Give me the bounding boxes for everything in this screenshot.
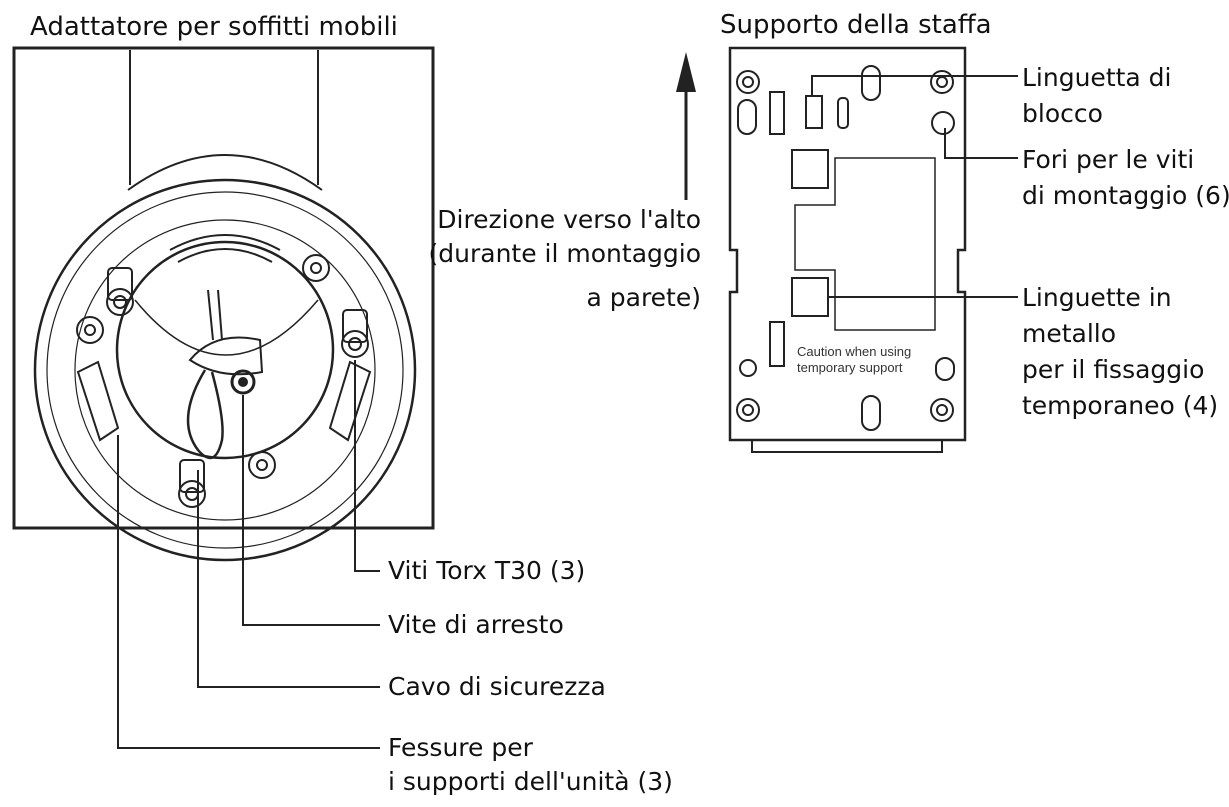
caution-line-2: temporary support xyxy=(797,360,903,375)
unit-slot-left xyxy=(76,360,120,442)
label-slots-line-1: Fessure per xyxy=(388,733,533,762)
label-torx-screws: Viti Torx T30 (3) xyxy=(388,556,586,585)
direction-line-3: a parete) xyxy=(586,283,701,312)
mounting-hole xyxy=(736,70,760,94)
lock-tab xyxy=(805,95,823,129)
mounting-hole xyxy=(736,398,760,422)
safety-cable xyxy=(186,369,224,460)
bracket-support-drawing xyxy=(728,46,967,453)
label-lock-tab-line-2: blocco xyxy=(1022,99,1103,128)
label-stop-screw: Vite di arresto xyxy=(388,610,564,639)
right-leader-lines xyxy=(811,75,1018,298)
label-safety-cable: Cavo di sicurezza xyxy=(388,672,606,701)
label-metal-tabs-line-4: temporaneo (4) xyxy=(1022,391,1219,420)
stop-screw xyxy=(230,369,256,395)
mounting-hole xyxy=(930,70,954,94)
label-slots-line-2: i supporti dell'unità (3) xyxy=(388,767,673,796)
unit-slot-right xyxy=(328,360,372,442)
direction-line-2: (durante il montaggio xyxy=(428,239,701,268)
label-metal-tabs-line-2: metallo xyxy=(1022,319,1117,348)
caution-line-1: Caution when using xyxy=(797,344,911,359)
label-metal-tabs-line-3: per il fissaggio xyxy=(1022,355,1205,384)
left-leader-lines xyxy=(117,360,380,749)
up-arrow xyxy=(676,52,696,200)
direction-line-1: Direzione verso l'alto xyxy=(437,205,701,234)
metal-tab xyxy=(791,149,829,189)
torx-screw xyxy=(341,309,369,358)
adapter-frame xyxy=(12,46,435,530)
title-bracket-support: Supporto della staffa xyxy=(720,10,992,40)
torx-screw xyxy=(106,267,134,316)
metal-tab xyxy=(791,277,829,317)
mounting-hole xyxy=(930,398,954,422)
label-holes-line-2: di montaggio (6) xyxy=(1022,181,1229,210)
label-holes-line-1: Fori per le viti xyxy=(1022,145,1195,174)
bracket-plate xyxy=(728,46,967,442)
label-lock-tab-line-1: Linguetta di xyxy=(1022,63,1172,92)
ceiling-adapter-drawing xyxy=(12,46,435,562)
title-ceiling-adapter: Adattatore per soffitti mobili xyxy=(30,12,398,42)
bracket-caution-text: Caution when using temporary support xyxy=(797,344,911,375)
label-metal-tabs-line-1: Linguette in xyxy=(1022,283,1172,312)
torx-screw xyxy=(178,459,206,508)
inner-opening xyxy=(115,240,335,460)
metal-tab xyxy=(769,321,785,367)
